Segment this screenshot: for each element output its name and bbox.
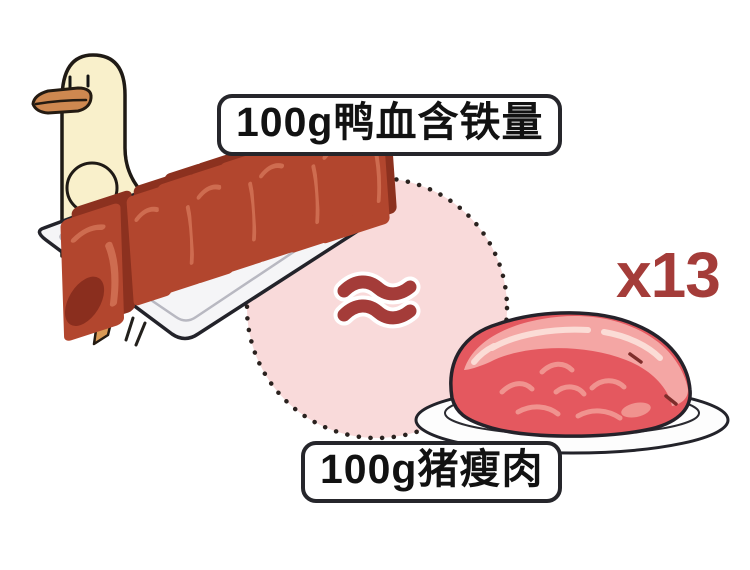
- pork-dark-accents: [628, 352, 678, 406]
- duck-eyes: [68, 74, 90, 90]
- approx-equal-icon: [333, 271, 421, 329]
- pork-fat-highlights: [471, 326, 663, 365]
- pork-marbling: [499, 361, 627, 421]
- pork-marbling-spot: [621, 402, 651, 418]
- duck-blood-label: 100g鸭血含铁量: [217, 94, 563, 156]
- duck-foot-lines: [124, 316, 147, 347]
- lean-pork-label: 100g猪瘦肉: [301, 441, 563, 503]
- multiplier-text: x13: [616, 239, 721, 311]
- pork-plate: [414, 311, 730, 455]
- blood-slice: [60, 190, 136, 341]
- duck-beak-line: [34, 98, 88, 106]
